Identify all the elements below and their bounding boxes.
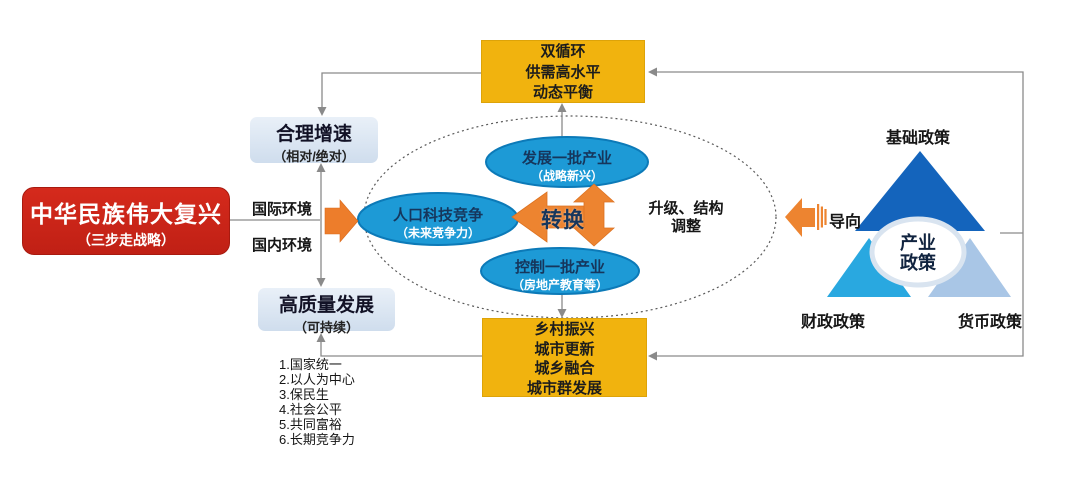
- population-subtitle: （未来竞争力）: [395, 226, 480, 240]
- population-title: 人口科技竞争: [392, 207, 483, 224]
- upgrade-line1: 升级、结构: [648, 200, 724, 217]
- guide-arrow-body: [785, 198, 815, 237]
- arrow-down-to-quality: [316, 278, 326, 287]
- growth-box: 合理增速 （相对/绝对）: [250, 117, 378, 164]
- arrow-up-to-growth: [316, 163, 326, 172]
- blue-ellipses: [357, 136, 649, 295]
- guide-arrow: [785, 198, 827, 237]
- guide-arrow-stripe: [824, 209, 827, 225]
- dual-circulation-box: 双循环 供需高水平 动态平衡: [481, 40, 645, 103]
- urbanization-line: 城市更新: [534, 340, 595, 358]
- goal-title: 中华民族伟大复兴: [30, 201, 222, 227]
- goal-list-item: 4.社会公平: [279, 402, 342, 418]
- transform-label: 转换: [541, 209, 585, 232]
- fiscal-policy-label: 财政政策: [800, 314, 865, 331]
- goal-list: 1.国家统一 2.以人为中心 3.保民生 4.社会公平 5.共同富裕 6.长期竞…: [279, 357, 389, 448]
- industry-policy-line2: 政策: [900, 253, 936, 273]
- upgrade-line2: 调整: [670, 217, 701, 235]
- goal-list-item: 3.保民生: [279, 387, 329, 403]
- dual-circulation-line: 动态平衡: [532, 84, 593, 101]
- monetary-policy-label: 货币政策: [957, 314, 1022, 331]
- quality-title: 高质量发展: [278, 295, 374, 316]
- industry-policy-line1: 产业: [900, 233, 936, 253]
- guide-arrow-stripe: [820, 206, 823, 228]
- urbanization-box: 乡村振兴 城市更新 城乡融合 城市群发展: [482, 318, 647, 397]
- develop-ellipse: [485, 136, 649, 188]
- line-policy-feedback: [656, 71, 1024, 357]
- transform-vertical-arrow: [572, 183, 616, 247]
- connector-arrowheads: [316, 67, 657, 361]
- policy-pyramid: [827, 151, 1011, 297]
- connector-lines: [228, 71, 1024, 357]
- domestic-env-label: 国内环境: [251, 237, 312, 254]
- urbanization-line: 城乡融合: [534, 360, 595, 377]
- arrow-left-into-bottombox: [648, 351, 657, 361]
- goal-list-item: 2.以人为中心: [279, 372, 355, 388]
- input-arrow: [324, 199, 359, 243]
- develop-subtitle: （战略新兴）: [530, 169, 603, 183]
- quality-subtitle: （可持续）: [293, 320, 359, 335]
- urbanization-line: 乡村振兴: [534, 321, 595, 338]
- line-bottombox-to-quality: [320, 341, 482, 357]
- industry-policy-label: 产业 政策: [888, 233, 948, 273]
- guide-label: 导向: [829, 214, 862, 231]
- control-ellipse: [480, 247, 640, 295]
- urbanization-line: 城市群发展: [526, 379, 602, 397]
- control-title: 控制一批产业: [514, 259, 605, 276]
- growth-subtitle: （相对/绝对）: [273, 149, 355, 164]
- line-topbox-to-growth: [321, 72, 481, 108]
- arrow-down-into-bottombox: [557, 309, 567, 318]
- goal-box: 中华民族伟大复兴 （三步走战略）: [22, 187, 230, 255]
- transform-arrows: [511, 183, 616, 247]
- goal-list-item: 5.共同富裕: [279, 417, 342, 433]
- growth-title: 合理增速: [275, 124, 352, 145]
- upgrade-label: 升级、结构 调整: [637, 200, 735, 235]
- goal-list-item: 6.长期竞争力: [279, 432, 355, 448]
- develop-title: 发展一批产业: [521, 150, 612, 167]
- arrow-left-into-topbox: [648, 67, 657, 77]
- arrow-up-into-topbox: [557, 103, 567, 112]
- pyramid-left-piece: [827, 238, 911, 297]
- arrow-up-into-quality: [316, 333, 326, 342]
- pyramid-right-piece: [928, 238, 1011, 297]
- control-subtitle: （房地产教育等）: [511, 278, 608, 292]
- guide-arrow-stripe: [817, 204, 820, 230]
- dual-circulation-line: 双循环: [540, 43, 586, 60]
- dual-circulation-line: 供需高水平: [525, 63, 601, 81]
- basic-policy-label: 基础政策: [885, 130, 950, 147]
- international-env-label: 国际环境: [251, 201, 312, 218]
- goal-subtitle: （三步走战略）: [77, 232, 175, 248]
- goal-list-item: 1.国家统一: [279, 357, 342, 372]
- industry-policy-circle: [869, 216, 967, 288]
- quality-box: 高质量发展 （可持续）: [258, 288, 395, 335]
- arrow-down-into-growth: [317, 107, 327, 116]
- pyramid-top-piece: [855, 151, 985, 231]
